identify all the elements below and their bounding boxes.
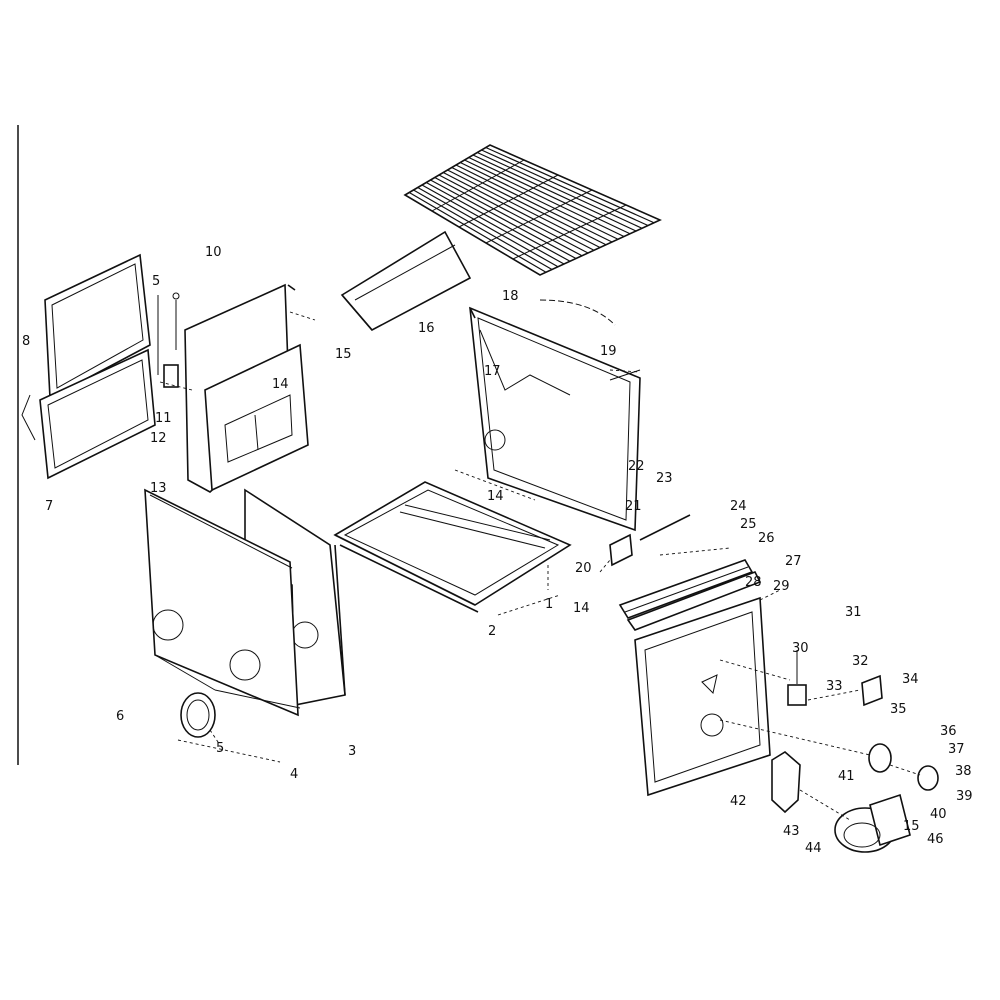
callout-label: 6: [116, 709, 124, 724]
part-loop-43: [771, 751, 801, 814]
callout-label: 46: [927, 832, 944, 847]
callout-labels: 1 2 3 4 5 5 6 7 8 10 11 12 13 14 14 14 1…: [22, 245, 973, 856]
grill-bar: [485, 146, 655, 224]
callout-label: 42: [730, 794, 747, 809]
callout-label: 19: [600, 344, 617, 359]
grill-bar: [459, 161, 619, 240]
callout-label: 23: [656, 471, 673, 486]
callout-label: 32: [852, 654, 869, 669]
callout-label: 28: [745, 575, 762, 590]
grill-bar: [481, 149, 649, 227]
callout-label: 20: [575, 561, 592, 576]
callout-label: 1: [545, 597, 553, 612]
part-rear-panel-16: [469, 306, 641, 532]
callout-label: 2: [488, 624, 496, 639]
part-strip-22: [639, 514, 691, 541]
grill-bar: [442, 171, 595, 251]
grill-bar: [451, 166, 607, 246]
part-switch-33: [787, 650, 807, 706]
grill-bar: [438, 174, 589, 254]
part-gasket-35: [868, 743, 892, 773]
callout-label: 5: [152, 274, 160, 289]
grill-crossbar: [458, 174, 559, 228]
callout-label: 35: [890, 702, 907, 717]
part-inner-panel-14: [204, 343, 309, 492]
grill-bar: [417, 186, 559, 268]
callout-label: 3: [348, 744, 356, 759]
callout-label: 11: [155, 411, 172, 426]
callout-label: 34: [902, 672, 919, 687]
callout-label: 43: [783, 824, 800, 839]
callout-label: 22: [628, 459, 645, 474]
callout-label: 44: [805, 841, 822, 856]
callout-label: 8: [22, 334, 30, 349]
part-front-panel-4: [144, 488, 301, 717]
callout-label: 15: [335, 347, 352, 362]
grill-bar: [413, 189, 553, 271]
callout-label: 31: [845, 605, 862, 620]
part-rail-27: [618, 559, 754, 619]
callout-label: 25: [740, 517, 757, 532]
callout-label: 5: [216, 741, 224, 756]
grill-bar: [447, 169, 601, 249]
callout-label: 39: [956, 789, 973, 804]
part-door-lower-7: [21, 348, 156, 480]
callout-label: 15: [903, 819, 920, 834]
grill-bar: [425, 181, 571, 262]
grill-crossbar: [485, 189, 593, 244]
grill-bar: [468, 156, 631, 235]
grill-bar: [472, 154, 637, 232]
part-grill-18: [403, 144, 662, 276]
grill-bar: [421, 184, 565, 265]
part-base-pan-1: [333, 481, 572, 613]
part-bracket-21: [609, 533, 633, 567]
grill-bar: [464, 159, 625, 238]
grill-crossbar: [512, 204, 627, 260]
callout-label: 14: [487, 489, 504, 504]
callout-label: 14: [272, 377, 289, 392]
part-rail-28: [626, 570, 762, 631]
callout-label: 27: [785, 554, 802, 569]
callout-label: 7: [45, 499, 53, 514]
part-blower-44: [834, 793, 911, 853]
callout-label: 14: [573, 601, 590, 616]
grill-bar: [408, 191, 547, 273]
grill-bar: [430, 179, 577, 260]
grill-crossbar: [431, 159, 525, 212]
part-ridge-cap-15: [340, 230, 472, 332]
part-door-upper-8: [44, 253, 151, 400]
callout-label: 16: [418, 321, 435, 336]
callout-label: 4: [290, 767, 298, 782]
leader-lines: [159, 311, 921, 821]
part-plate-34: [861, 674, 883, 707]
callout-label: 26: [758, 531, 775, 546]
part-arc-strip-19: [539, 299, 616, 326]
callout-label: 37: [948, 742, 965, 757]
callout-label: 30: [792, 641, 809, 656]
callout-label: 18: [502, 289, 519, 304]
grill-bar: [476, 151, 643, 229]
callout-label: 33: [826, 679, 843, 694]
grill-bar: [434, 176, 583, 257]
callout-label: 29: [773, 579, 790, 594]
callout-label: 10: [205, 245, 222, 260]
callout-label: 40: [930, 807, 947, 822]
callout-label: 21: [625, 499, 642, 514]
callout-label: 38: [955, 764, 972, 779]
part-bracket-11: [157, 292, 180, 388]
part-collar-6: [180, 692, 216, 738]
callout-label: 12: [150, 431, 167, 446]
callout-label: 41: [838, 769, 855, 784]
callout-label: 36: [940, 724, 957, 739]
callout-label: 17: [484, 364, 501, 379]
callout-label: 13: [150, 481, 167, 496]
grill-bar: [455, 164, 613, 243]
part-back-panel-29: [634, 596, 771, 797]
part-gasket-38: [917, 765, 939, 791]
callout-label: 24: [730, 499, 747, 514]
